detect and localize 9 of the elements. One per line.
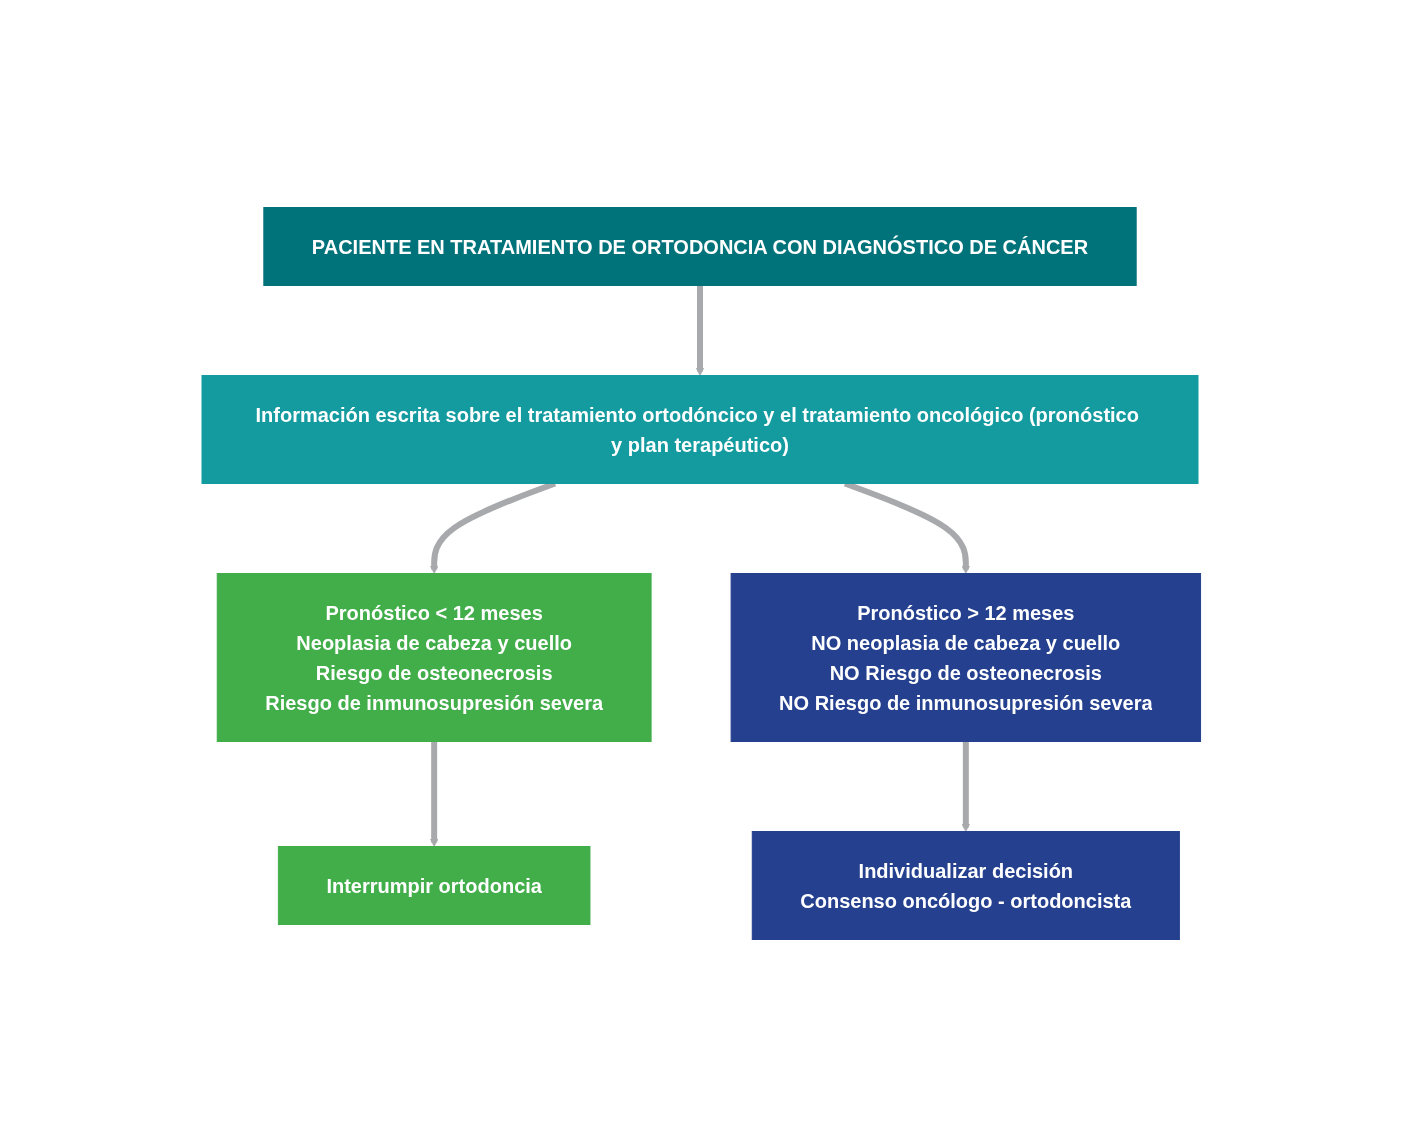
node-box: PACIENTE EN TRATAMIENTO DE ORTODONCIA CON DIAGNÓSTICO DE CÁNCER [263, 207, 1137, 286]
arrow [695, 285, 705, 376]
node-box: Interrumpir ortodoncia [277, 846, 591, 925]
node-box: Pronóstico < 12 meses Neoplasia de cabeza y cuello Riesgo de osteonecrosis Riesgo de inmunosupresión severa [216, 573, 652, 742]
arrow [961, 741, 970, 832]
node-box: Información escrita sobre el tratamiento ortodóncico y el tratamiento oncológico (pronóstico y plan terapéutico) [201, 375, 1199, 484]
node-box: Pronóstico > 12 meses NO neoplasia de cabeza y cuello NO Riesgo de osteonecrosis NO Riesgo de inmunosupresión severa [730, 573, 1201, 742]
node-box: Individualizar decisión Consenso oncólogo - ortodoncista [751, 831, 1180, 940]
arrow [429, 741, 439, 847]
